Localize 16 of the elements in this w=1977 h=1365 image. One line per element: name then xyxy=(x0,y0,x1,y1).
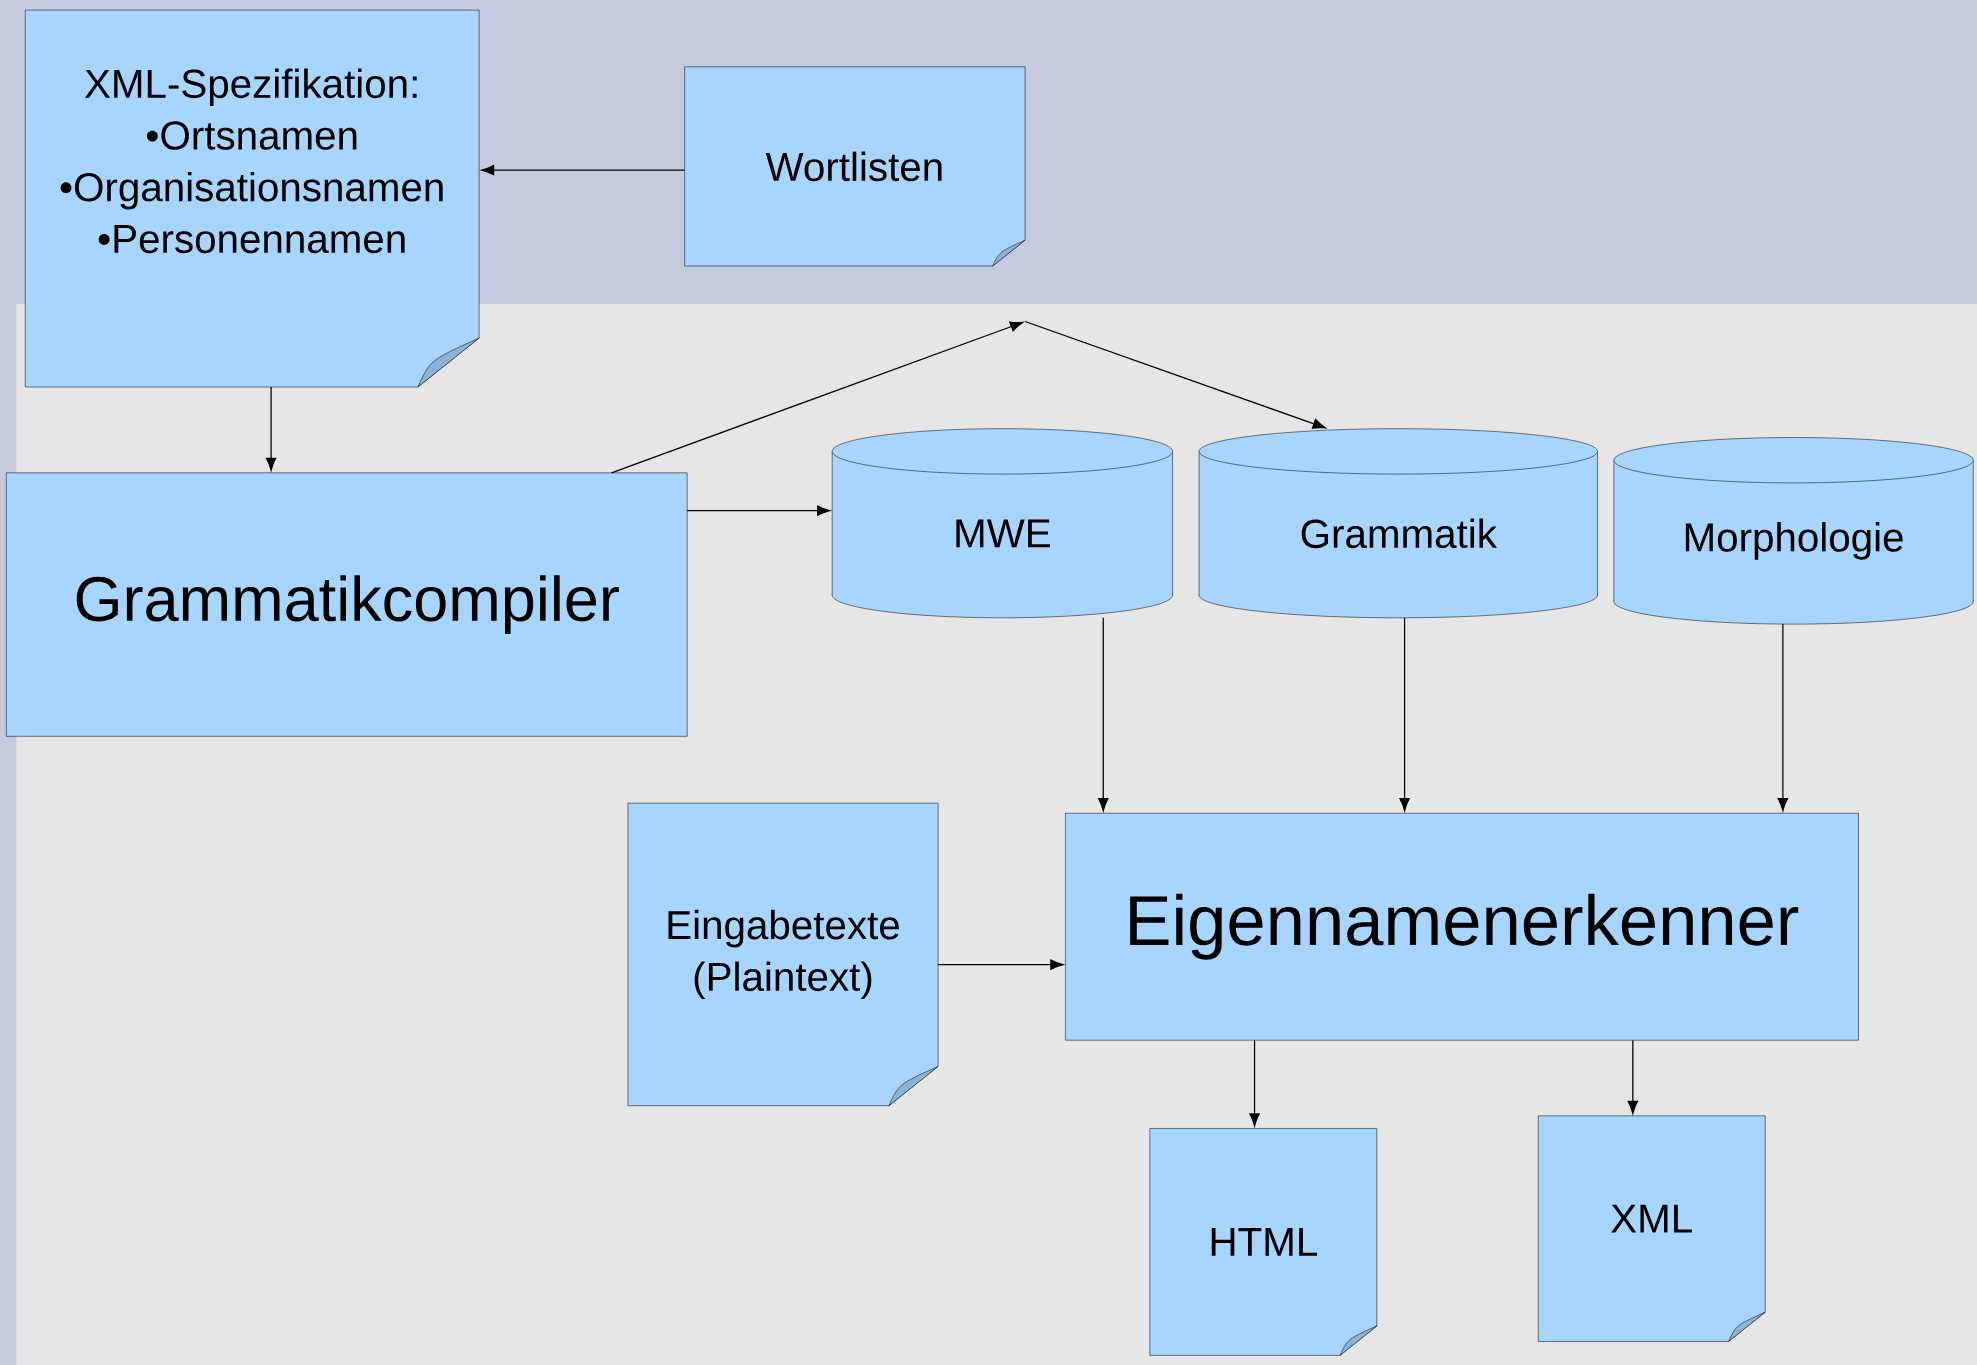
arrow xyxy=(481,164,686,176)
process-box: Eigennamenerkenner xyxy=(1065,812,1859,1041)
database-cylinder: MWE xyxy=(831,428,1173,618)
arrow xyxy=(1627,1039,1639,1114)
arrow xyxy=(937,959,1064,970)
arrow xyxy=(1777,623,1789,812)
arrow xyxy=(610,321,1024,474)
arrow xyxy=(1249,1039,1260,1127)
arrow xyxy=(1399,616,1410,812)
database-cylinder: Grammatik xyxy=(1198,428,1598,618)
arrow xyxy=(1024,320,1326,429)
arrow xyxy=(686,505,831,516)
process-box: Grammatikcompiler xyxy=(6,472,688,737)
arrow xyxy=(1098,616,1109,812)
database-cylinder: Morphologie xyxy=(1613,437,1974,625)
arrow xyxy=(265,386,277,471)
